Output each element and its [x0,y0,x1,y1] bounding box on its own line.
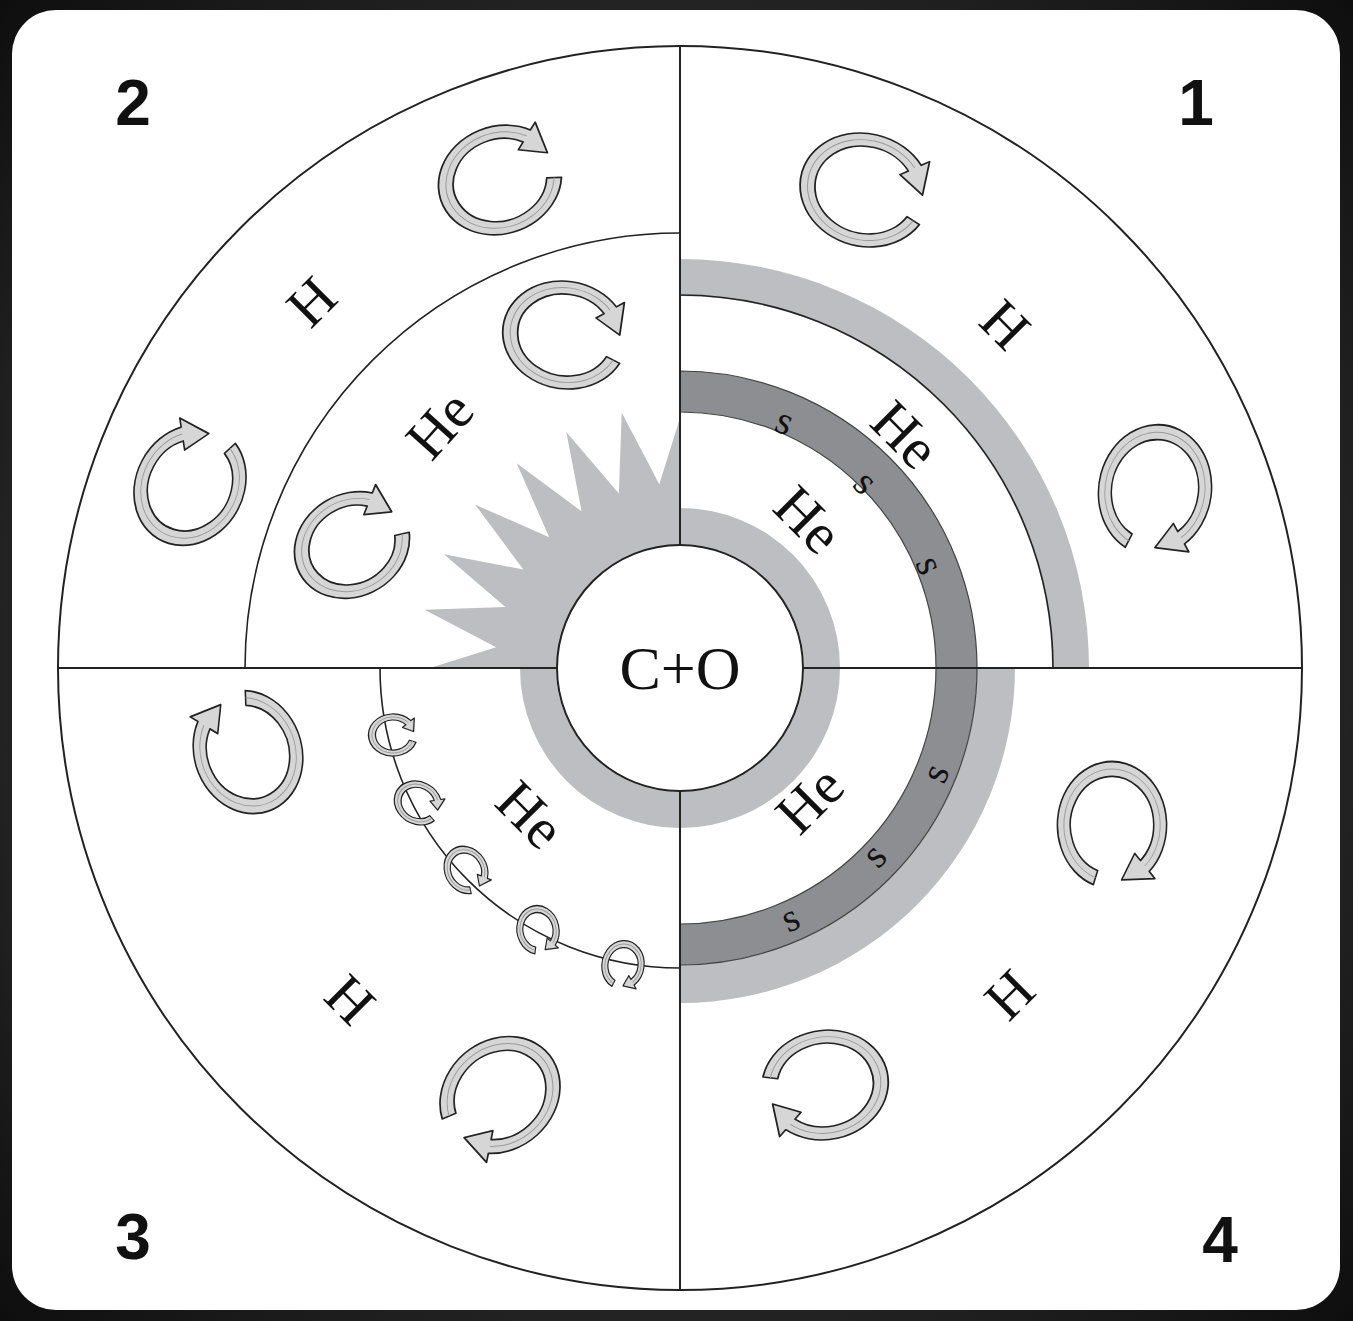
convection-arrow-shape [386,772,448,832]
convection-arrow [368,714,416,756]
convection-arrow-shape [436,838,496,900]
star-cross-section [58,46,1302,1290]
quadrant-number: 1 [1178,71,1214,135]
convection-arrow-shape [112,407,266,566]
convection-arrow-shade [372,717,413,753]
convection-arrow-shade [796,127,930,252]
convection-arrow [177,678,319,829]
convection-arrow [275,473,426,619]
convection-arrow [1089,416,1222,561]
star-outline [58,46,1302,1290]
convection-arrow-shade [503,279,624,391]
convection-arrow [513,902,563,956]
convection-arrow-shape [757,1020,897,1149]
convection-arrow-shade [765,1028,889,1142]
convection-eddies [112,109,1222,1175]
convection-arrow-shape [423,109,574,251]
convection-arrow-shade [429,1022,574,1166]
convection-arrow-shape [787,119,939,261]
convection-arrow-shape [275,473,426,619]
convection-arrow-shape [419,1012,584,1175]
convection-arrow [598,937,648,991]
core-circle: C+O [556,544,804,792]
convection-arrow-shade [122,417,257,557]
convection-arrow-shape [513,902,563,956]
convection-arrow [419,1012,584,1175]
convection-arrow-shade [186,687,311,820]
convection-arrow-shade [517,906,560,952]
convection-arrow-shade [1064,769,1160,878]
convection-arrow-shape [598,937,648,991]
convection-arrow-shade [602,941,645,987]
convection-arrow-shade [391,777,444,829]
convection-arrow-shade [285,482,417,610]
convection-arrow-shade [440,843,492,896]
quadrant-number: 3 [115,1205,151,1269]
convection-arrow [1057,761,1166,884]
convection-arrow-shade [1096,424,1214,552]
convection-arrow [112,407,266,566]
core-outline-circle [557,545,803,791]
core-label: C+O [619,637,740,699]
convection-arrow-shape [494,271,632,398]
convection-arrow [423,109,574,251]
convection-arrow-shape [177,678,319,829]
convection-arrow-shape [1057,761,1166,884]
panel [12,10,1340,1310]
convection-arrow [436,838,496,900]
convection-arrow-shade [432,118,565,243]
convection-arrow-shape [368,714,416,756]
convection-arrow [757,1020,897,1149]
convection-arrow-shape [1089,416,1222,561]
quadrant-number: 2 [115,71,151,135]
quadrant-number: 4 [1202,1208,1238,1272]
convection-arrow [787,119,939,261]
convection-arrow [386,772,448,832]
convection-arrow [494,271,632,398]
